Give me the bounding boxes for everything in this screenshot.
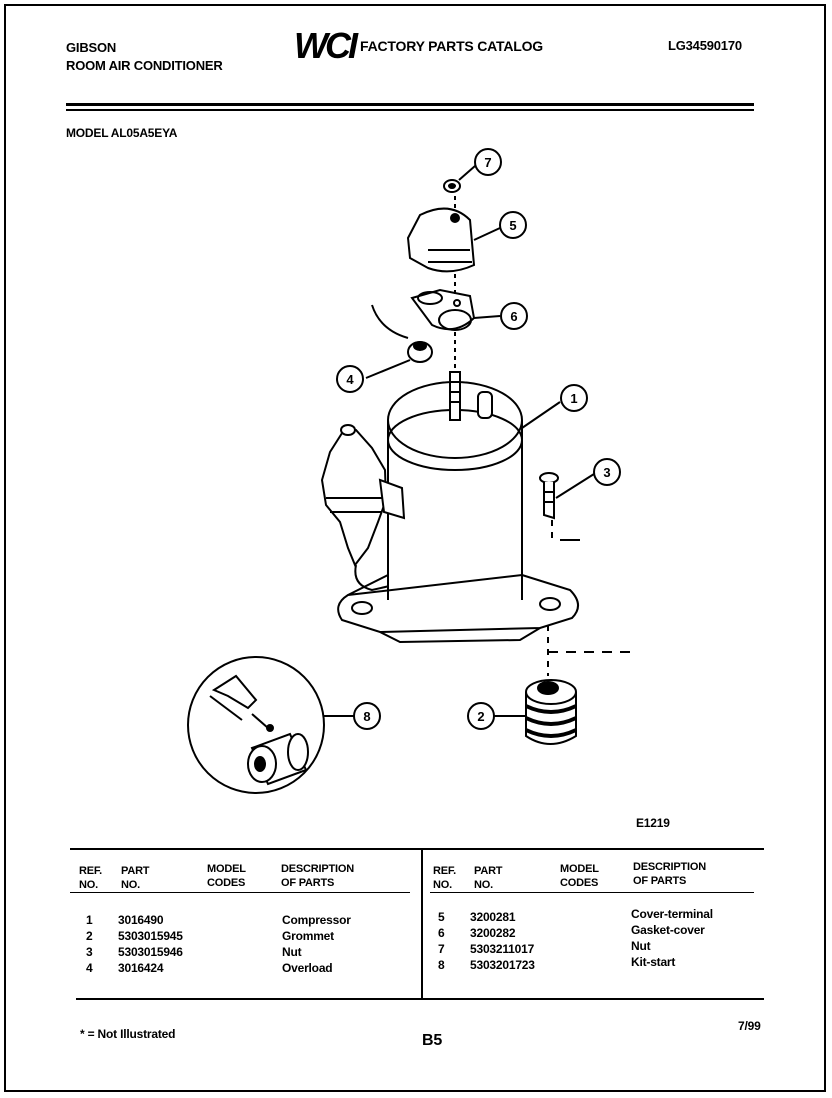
revision-date: 7/99 (738, 1019, 761, 1033)
catalog-number: LG34590170 (668, 38, 742, 53)
callout-4 (336, 365, 364, 393)
table-top-rule (70, 848, 764, 850)
brand-name: GIBSON (66, 40, 117, 55)
table-header-rule-left (70, 892, 410, 893)
header-ref-no-right: REF.NO. (433, 865, 457, 891)
left-part-column: 3016490 5303015945 5303015946 3016424 (118, 913, 183, 975)
table-bottom-rule (76, 998, 764, 1000)
left-description-column: Compressor Grommet Nut Overload (282, 913, 351, 975)
product-name: ROOM AIR CONDITIONER (66, 58, 223, 73)
table-row: 6 (438, 926, 445, 940)
callout-4-label: 4 (346, 372, 354, 387)
right-ref-column: 5 6 7 8 (438, 909, 445, 973)
callout-3 (593, 458, 621, 486)
callout-6 (500, 302, 528, 330)
wci-logo: WCI (294, 25, 358, 66)
callout-7-label: 7 (484, 155, 491, 170)
callout-5 (499, 211, 527, 239)
page-number: B5 (422, 1032, 443, 1049)
table-row: 2 (86, 929, 93, 943)
table-row: 5 (438, 910, 445, 924)
right-part-column: 3200281 3200282 5303211017 5303201723 (470, 910, 535, 972)
nut-bolt-part (539, 472, 559, 484)
callout-2 (467, 702, 495, 730)
base-plate (337, 573, 579, 634)
callout-1-label: 1 (570, 391, 577, 406)
table-row: 1 (86, 913, 93, 927)
exploded-parts-diagram: 7 5 6 4 1 3 2 8 (187, 148, 630, 794)
header-ref-no-left: REF.NO. (79, 865, 103, 891)
header-rule-thin (66, 109, 754, 111)
callout-8 (353, 702, 381, 730)
figure-code: E1219 (636, 816, 670, 830)
model-number: MODEL AL05A5EYA (66, 126, 178, 140)
grommet-part (525, 692, 577, 745)
catalog-title: FACTORY PARTS CATALOG (360, 38, 543, 54)
left-ref-column: 1 2 3 4 (86, 912, 93, 976)
terminal-cover-part (406, 207, 476, 273)
callout-8-label: 8 (363, 709, 370, 724)
callout-1 (560, 384, 588, 412)
header-rule (66, 103, 754, 106)
not-illustrated-note: * = Not Illustrated (80, 1027, 176, 1041)
callout-6-label: 6 (510, 309, 517, 324)
table-row: 3 (86, 945, 93, 959)
table-row: 7 (438, 942, 445, 956)
callout-3-label: 3 (603, 465, 610, 480)
table-row: 4 (86, 961, 93, 975)
table-center-divider (421, 850, 423, 998)
table-row: 8 (438, 958, 445, 972)
table-header-rule-right (430, 892, 754, 893)
page-border (4, 4, 826, 1092)
gasket-part (410, 288, 476, 331)
right-description-column: Cover-terminal Gasket-cover Nut Kit-star… (631, 907, 713, 969)
callout-5-label: 5 (509, 218, 516, 233)
callout-2-label: 2 (477, 709, 484, 724)
callout-7 (474, 148, 502, 176)
